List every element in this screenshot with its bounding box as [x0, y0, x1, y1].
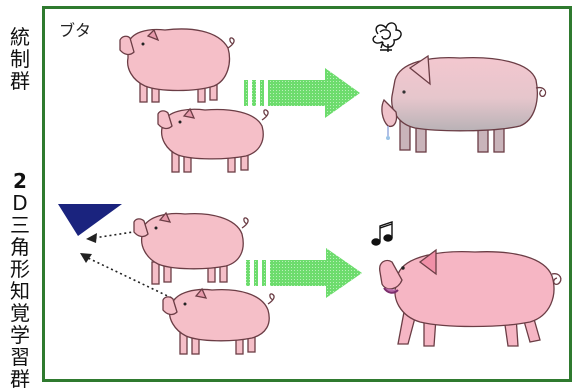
pig-icon	[134, 213, 248, 284]
pig-icon	[158, 109, 268, 172]
triangle-icon	[58, 204, 122, 236]
scribble-icon	[373, 23, 401, 52]
sick-pig-icon	[382, 56, 546, 152]
pig-eye	[402, 90, 405, 93]
pig-eye	[179, 121, 182, 124]
pig-icon	[120, 29, 234, 102]
happy-pig-icon	[380, 250, 554, 346]
pig-eye	[155, 227, 158, 230]
transition-arrow	[246, 248, 362, 298]
drool-drop	[386, 136, 390, 140]
transition-arrow	[244, 68, 360, 118]
pig-icon	[163, 289, 274, 354]
pig-eye	[142, 43, 145, 46]
sight-arrowhead	[86, 233, 97, 243]
shine	[544, 260, 550, 266]
pig-eye	[184, 303, 187, 306]
pig-eye	[401, 266, 404, 269]
music-note-icon	[372, 222, 392, 245]
sight-arrowhead	[80, 253, 92, 263]
